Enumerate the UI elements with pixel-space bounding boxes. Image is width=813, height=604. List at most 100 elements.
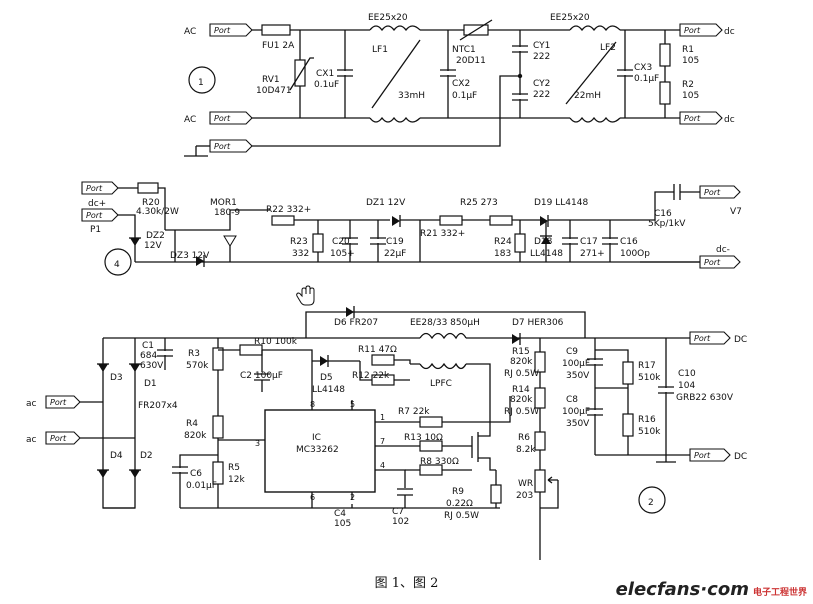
r6-value: 8.2k bbox=[516, 445, 536, 455]
r11-label: R11 47Ω bbox=[358, 345, 397, 355]
d5-name: D5 bbox=[320, 373, 333, 383]
resistor-r2 bbox=[659, 81, 671, 105]
cy2-name: CY2 bbox=[533, 79, 550, 89]
c2-label: C2 100μF bbox=[240, 371, 283, 381]
lpfc-label: LPFC bbox=[430, 379, 452, 389]
lpfc-core-label: EE28/33 850μH bbox=[410, 318, 480, 328]
c1-value: 684 bbox=[140, 351, 157, 361]
resistor-r4 bbox=[212, 415, 224, 439]
r3-value: 570k bbox=[186, 361, 209, 371]
r1-value: 105 bbox=[682, 56, 699, 66]
hand-cursor-icon bbox=[296, 285, 315, 306]
c4-name: C4 bbox=[334, 509, 346, 519]
schematic-label: Port bbox=[704, 188, 721, 197]
figure-badge-4-text: 4 bbox=[114, 260, 120, 270]
r9-rating: RJ 0.5W bbox=[444, 511, 479, 521]
r4-name: R4 bbox=[186, 419, 198, 429]
lf2-name: LF2 bbox=[600, 43, 616, 53]
fuse-fu1 bbox=[261, 24, 291, 36]
rv1-value: 10D471 bbox=[256, 86, 292, 96]
c15-value: 5Kp/1kV bbox=[648, 219, 686, 229]
elecfans-logo: elecfans·com 电子工程世界 bbox=[616, 579, 807, 600]
resistor-r20 bbox=[137, 182, 159, 194]
r9-name: R9 bbox=[452, 487, 464, 497]
dz2-name: DZ2 bbox=[146, 231, 165, 241]
c19-value: 22μF bbox=[384, 249, 406, 259]
r12-label: R12 22k bbox=[352, 371, 390, 381]
ntc-value: 20D11 bbox=[456, 56, 486, 66]
figure-badge-2-text: 2 bbox=[648, 498, 654, 508]
figure-badge-1-text: 1 bbox=[198, 78, 204, 88]
resistor-r8 bbox=[419, 464, 443, 476]
resistor-r22 bbox=[271, 215, 295, 226]
c19-name: C19 bbox=[386, 237, 404, 247]
resistor-r5 bbox=[212, 461, 224, 485]
r20-name: R20 bbox=[142, 198, 160, 208]
r1-name: R1 bbox=[682, 45, 694, 55]
resistor-r24 bbox=[514, 233, 526, 253]
r24-value: 183 bbox=[494, 249, 511, 259]
wr-name: WR bbox=[518, 479, 533, 489]
c1-voltage: 630V bbox=[140, 361, 164, 371]
schematic-label: Port bbox=[86, 184, 103, 193]
r15-value: 820k bbox=[510, 357, 533, 367]
schematic-label: Port bbox=[704, 258, 721, 267]
resistor-r25 bbox=[489, 215, 513, 226]
c4-value: 105 bbox=[334, 519, 351, 529]
resistor-r16 bbox=[622, 413, 634, 437]
pin-7: 7 bbox=[380, 437, 385, 446]
c8-name: C8 bbox=[566, 395, 578, 405]
c17-value: 271+ bbox=[580, 249, 605, 259]
schematic-label: Port bbox=[694, 334, 711, 343]
d3-label: D3 bbox=[110, 373, 123, 383]
port-tag-ac-left-2: ac bbox=[26, 435, 37, 445]
r16-value: 510k bbox=[638, 427, 661, 437]
c9-name: C9 bbox=[566, 347, 578, 357]
r2-value: 105 bbox=[682, 91, 699, 101]
r15-name: R15 bbox=[512, 347, 530, 357]
c17-name: C17 bbox=[580, 237, 598, 247]
schematic-label: Port bbox=[684, 26, 701, 35]
r17-name: R17 bbox=[638, 361, 656, 371]
port-tag-dc-right-2: DC bbox=[734, 452, 747, 462]
dz1-label: DZ1 12V bbox=[366, 198, 406, 208]
port-tag-dc-right-1: DC bbox=[734, 335, 747, 345]
port-ac-2: Port AC bbox=[184, 111, 253, 125]
c16-name: C16 bbox=[620, 237, 638, 247]
port-dc-minus: Port dc- bbox=[699, 245, 741, 269]
port-ac-1: Port AC bbox=[184, 23, 253, 37]
cx1-name: CX1 bbox=[316, 69, 334, 79]
d18-value: LL4148 bbox=[530, 249, 563, 259]
figure-badge-4 bbox=[104, 248, 132, 276]
c8-voltage: 350V bbox=[566, 419, 590, 429]
c15-name: C16 bbox=[654, 209, 672, 219]
resistor-r23 bbox=[312, 233, 324, 253]
port-tag-dc-minus: dc- bbox=[716, 245, 730, 255]
r14-rating: RJ 0.5W bbox=[504, 407, 539, 417]
mor1-name: MOR1 bbox=[210, 198, 237, 208]
schematic-label: Port bbox=[214, 142, 231, 151]
r6-name: R6 bbox=[518, 433, 530, 443]
cy2-value: 222 bbox=[533, 90, 550, 100]
port-tag-ac-1: AC bbox=[184, 27, 196, 37]
lf1-name: LF1 bbox=[372, 45, 388, 55]
port-ac-left-2: Port ac bbox=[26, 431, 81, 445]
r10-label: R10 100k bbox=[254, 337, 298, 347]
rv1-name: RV1 bbox=[262, 75, 280, 85]
port-tag-ac-left-1: ac bbox=[26, 399, 37, 409]
r4-value: 820k bbox=[184, 431, 207, 441]
port-tag-ac-2: AC bbox=[184, 115, 196, 125]
pin-1: 1 bbox=[380, 413, 385, 422]
mor1-value: 180-9 bbox=[214, 208, 240, 218]
schematic-label: Port bbox=[50, 434, 67, 443]
port-v7: Port V7 bbox=[699, 185, 742, 217]
pin-3: 3 bbox=[255, 439, 260, 448]
resistor-r21 bbox=[439, 215, 463, 226]
r13-label: R13 10Ω bbox=[404, 433, 443, 443]
d2-label: D2 bbox=[140, 451, 153, 461]
figure-4-snubber-circuit: R20 4.30k/2W DZ2 12V DZ3 12V MOR1 180-9 … bbox=[81, 181, 742, 276]
port-tag-v7: V7 bbox=[730, 207, 742, 217]
r17-value: 510k bbox=[638, 373, 661, 383]
cx3-value: 0.1μF bbox=[634, 74, 659, 84]
